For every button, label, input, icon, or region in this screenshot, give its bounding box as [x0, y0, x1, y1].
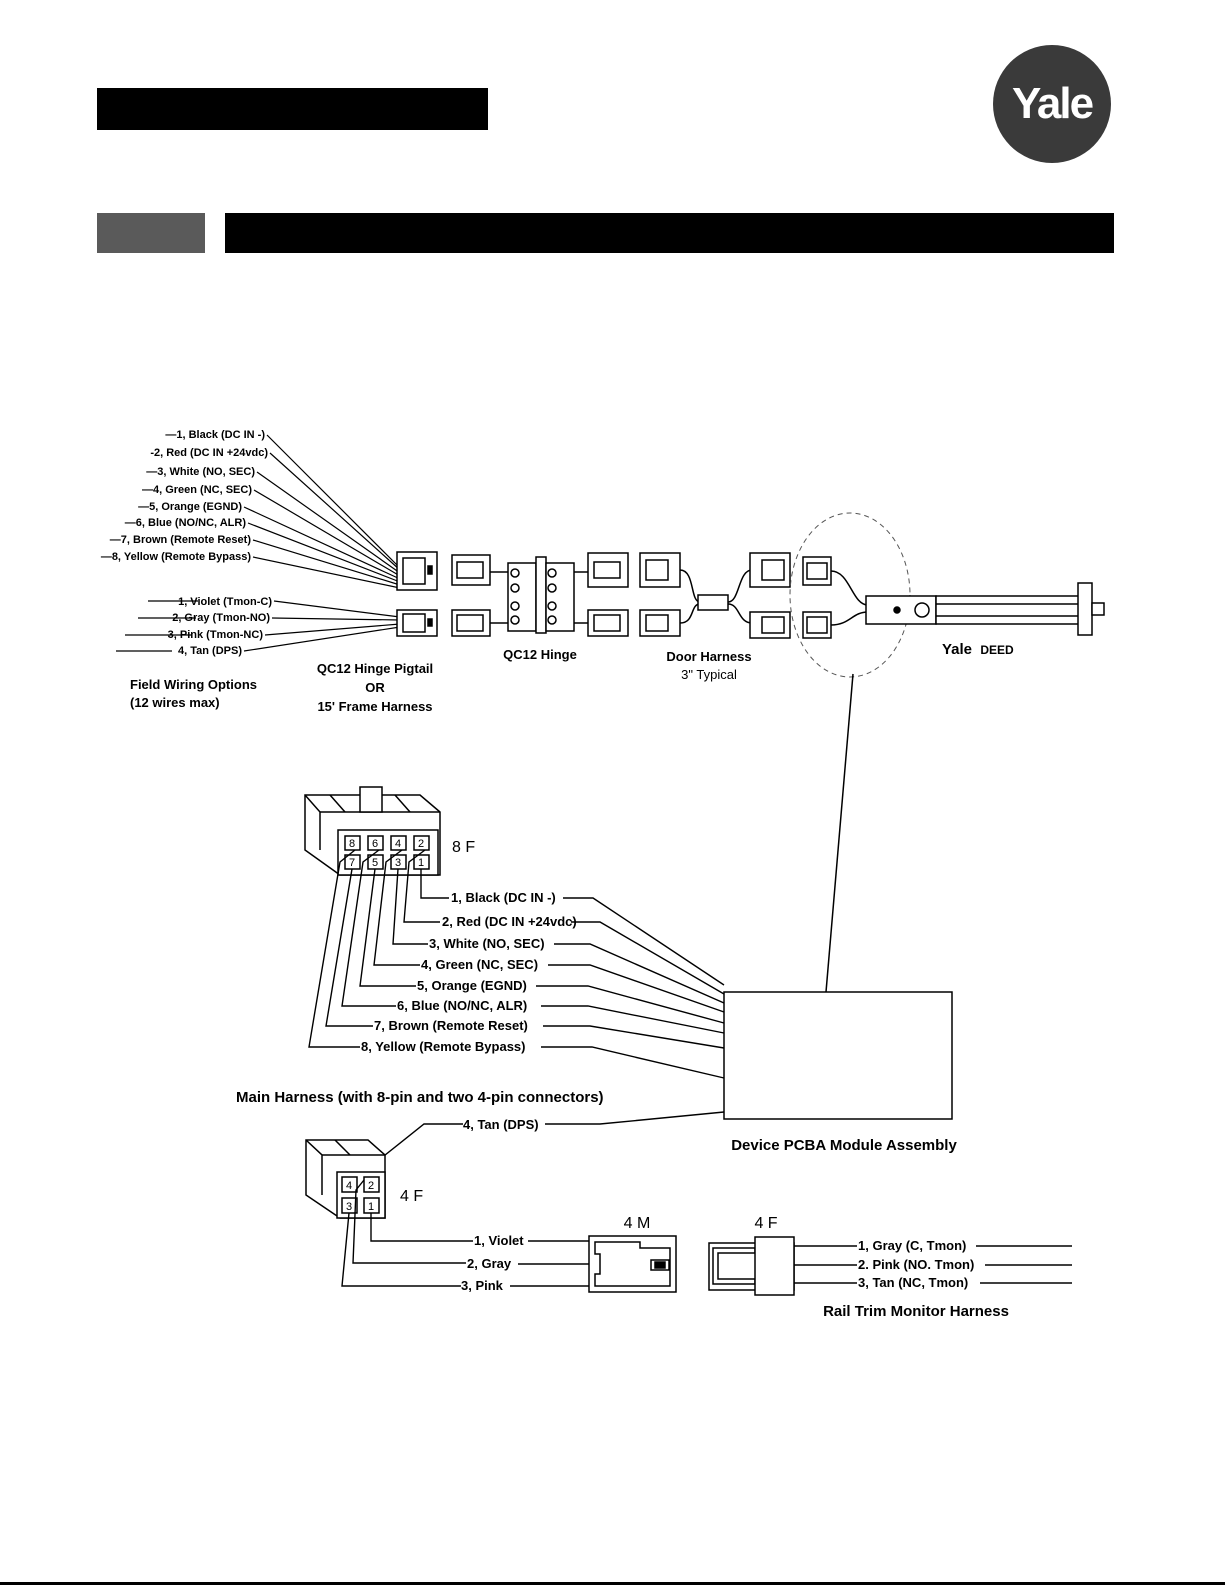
rail-wires — [794, 1245, 1072, 1284]
field-wire-tan: 4, Tan (DPS) — [178, 645, 242, 657]
main-wire-5: 5, Orange (EGND) — [417, 978, 527, 993]
svg-text:4: 4 — [346, 1180, 352, 1192]
connector-8f — [304, 786, 441, 876]
bottom-rule — [0, 1582, 1225, 1585]
svg-text:1: 1 — [418, 857, 424, 869]
svg-text:5: 5 — [372, 857, 378, 869]
field-wire-2: -2, Red (DC IN +24vdc) — [150, 447, 268, 459]
svg-text:6: 6 — [372, 838, 378, 850]
main-wire-1: 1, Black (DC IN -) — [451, 890, 556, 905]
svg-text:3, Tan (NC, Tmon): 3, Tan (NC, Tmon) — [858, 1275, 968, 1290]
svg-text:4: 4 — [395, 838, 401, 850]
main-wire-8: 8, Yellow (Remote Bypass) — [361, 1039, 526, 1054]
connector-8f-label: 8 F — [452, 839, 475, 856]
connector-4f — [305, 1139, 386, 1219]
svg-text:2, Gray: 2, Gray — [467, 1256, 512, 1271]
connector-4m-label: 4 M — [624, 1215, 651, 1232]
main-wire-3: 3, White (NO, SEC) — [429, 936, 545, 951]
field-wire-6: —6, Blue (NO/NC, ALR) — [125, 517, 247, 529]
pigtail-caption: QC12 Hinge Pigtail OR 15' Frame Harness — [317, 661, 433, 714]
svg-text:7: 7 — [349, 857, 355, 869]
svg-text:3: 3 — [346, 1201, 352, 1213]
main-wire-2: 2, Red (DC IN +24vdc) — [442, 914, 577, 929]
main-wire-6: 6, Blue (NO/NC, ALR) — [397, 998, 527, 1013]
field-wire-8: —8, Yellow (Remote Bypass) — [101, 551, 252, 563]
svg-text:2: 2 — [368, 1180, 374, 1192]
pigtail-connector-4 — [396, 609, 438, 637]
svg-text:3: 3 — [395, 857, 401, 869]
main-harness-labels: 1, Black (DC IN -) 2, Red (DC IN +24vdc)… — [361, 890, 577, 1054]
device-leader-line — [825, 673, 854, 993]
field-wire-labels-8: —1, Black (DC IN -) -2, Red (DC IN +24vd… — [101, 429, 269, 563]
section-number-tab — [97, 213, 205, 253]
pigtail-connector-8 — [396, 551, 438, 591]
main-harness-caption: Main Harness (with 8-pin and two 4-pin c… — [236, 1089, 604, 1106]
tan-wire-label: 4, Tan (DPS) — [463, 1117, 539, 1132]
deed-label: DEED — [980, 643, 1014, 657]
field-wiring-caption: Field Wiring Options (12 wires max) — [130, 677, 257, 710]
field-wire-pink: 3, Pink (Tmon-NC) — [168, 629, 264, 641]
svg-text:QC12 Hinge Pigtail: QC12 Hinge Pigtail — [317, 661, 433, 676]
connector-8f-pins: 8 6 4 2 7 5 3 1 — [349, 838, 424, 869]
connector-4f-label: 4 F — [400, 1188, 423, 1205]
qc12-hinge — [451, 552, 629, 637]
rail-wire-labels: 1, Gray (C, Tmon) 2. Pink (NO. Tmon) 3, … — [858, 1238, 974, 1290]
pcba-module-box — [723, 991, 953, 1120]
svg-text:2. Pink (NO. Tmon): 2. Pink (NO. Tmon) — [858, 1257, 974, 1272]
rail-caption: Rail Trim Monitor Harness — [823, 1303, 1009, 1320]
yale-logo: Yale — [993, 45, 1111, 163]
svg-text:8: 8 — [349, 838, 355, 850]
field-wire-7: —7, Brown (Remote Reset) — [110, 534, 252, 546]
connector-4f-wire-labels: 1, Violet 2, Gray 3, Pink — [461, 1233, 524, 1293]
main-wire-7: 7, Brown (Remote Reset) — [374, 1018, 528, 1033]
yale-logo-text: Yale — [1011, 79, 1094, 128]
rail-connector-label: 4 F — [754, 1215, 777, 1232]
section-title-bar — [225, 213, 1114, 253]
svg-text:Field Wiring Options: Field Wiring Options — [130, 677, 257, 692]
svg-text:1, Violet: 1, Violet — [474, 1233, 524, 1248]
svg-text:Door Harness: Door Harness — [666, 649, 751, 664]
field-wire-4: —4, Green (NC, SEC) — [142, 484, 252, 496]
connector-4f-pins: 4 2 3 1 — [346, 1180, 374, 1213]
svg-text:15' Frame Harness: 15' Frame Harness — [317, 699, 432, 714]
field-wire-3: —3, White (NO, SEC) — [146, 466, 255, 478]
connector-4m — [588, 1235, 677, 1293]
connector-4f-wires — [341, 1179, 590, 1287]
main-harness-wires — [308, 849, 449, 1048]
field-wire-gray: 2, Gray (Tmon-NO) — [172, 612, 270, 624]
field-wire-violet: 1, Violet (Tmon-C) — [178, 596, 272, 608]
main-wire-4: 4, Green (NC, SEC) — [421, 957, 538, 972]
deed-device: Yale DEED — [789, 512, 1105, 678]
field-wires-8 — [243, 434, 401, 589]
svg-text:OR: OR — [365, 680, 385, 695]
svg-text:1: 1 — [368, 1201, 374, 1213]
svg-text:2: 2 — [418, 838, 424, 850]
svg-text:(12 wires max): (12 wires max) — [130, 695, 220, 710]
rail-connector-4f — [708, 1236, 795, 1296]
pcba-caption: Device PCBA Module Assembly — [731, 1137, 957, 1154]
svg-text:3, Pink: 3, Pink — [461, 1278, 504, 1293]
qc12-hinge-caption: QC12 Hinge — [503, 647, 577, 662]
main-harness-to-pcba — [536, 897, 725, 1079]
svg-text:1, Gray (C, Tmon): 1, Gray (C, Tmon) — [858, 1238, 966, 1253]
header-title-bar — [97, 88, 488, 130]
field-wire-labels-4: 1, Violet (Tmon-C) 2, Gray (Tmon-NO) 3, … — [168, 596, 273, 657]
field-wire-5: —5, Orange (EGND) — [138, 501, 242, 513]
svg-text:3" Typical: 3" Typical — [681, 667, 737, 682]
door-harness-caption: Door Harness 3" Typical — [666, 649, 751, 682]
field-wires-4 — [116, 600, 401, 652]
field-wire-1: —1, Black (DC IN -) — [165, 429, 265, 441]
yale-device-brand: Yale — [942, 641, 972, 658]
tan-wire-right — [545, 1111, 725, 1125]
door-harness — [639, 552, 791, 639]
